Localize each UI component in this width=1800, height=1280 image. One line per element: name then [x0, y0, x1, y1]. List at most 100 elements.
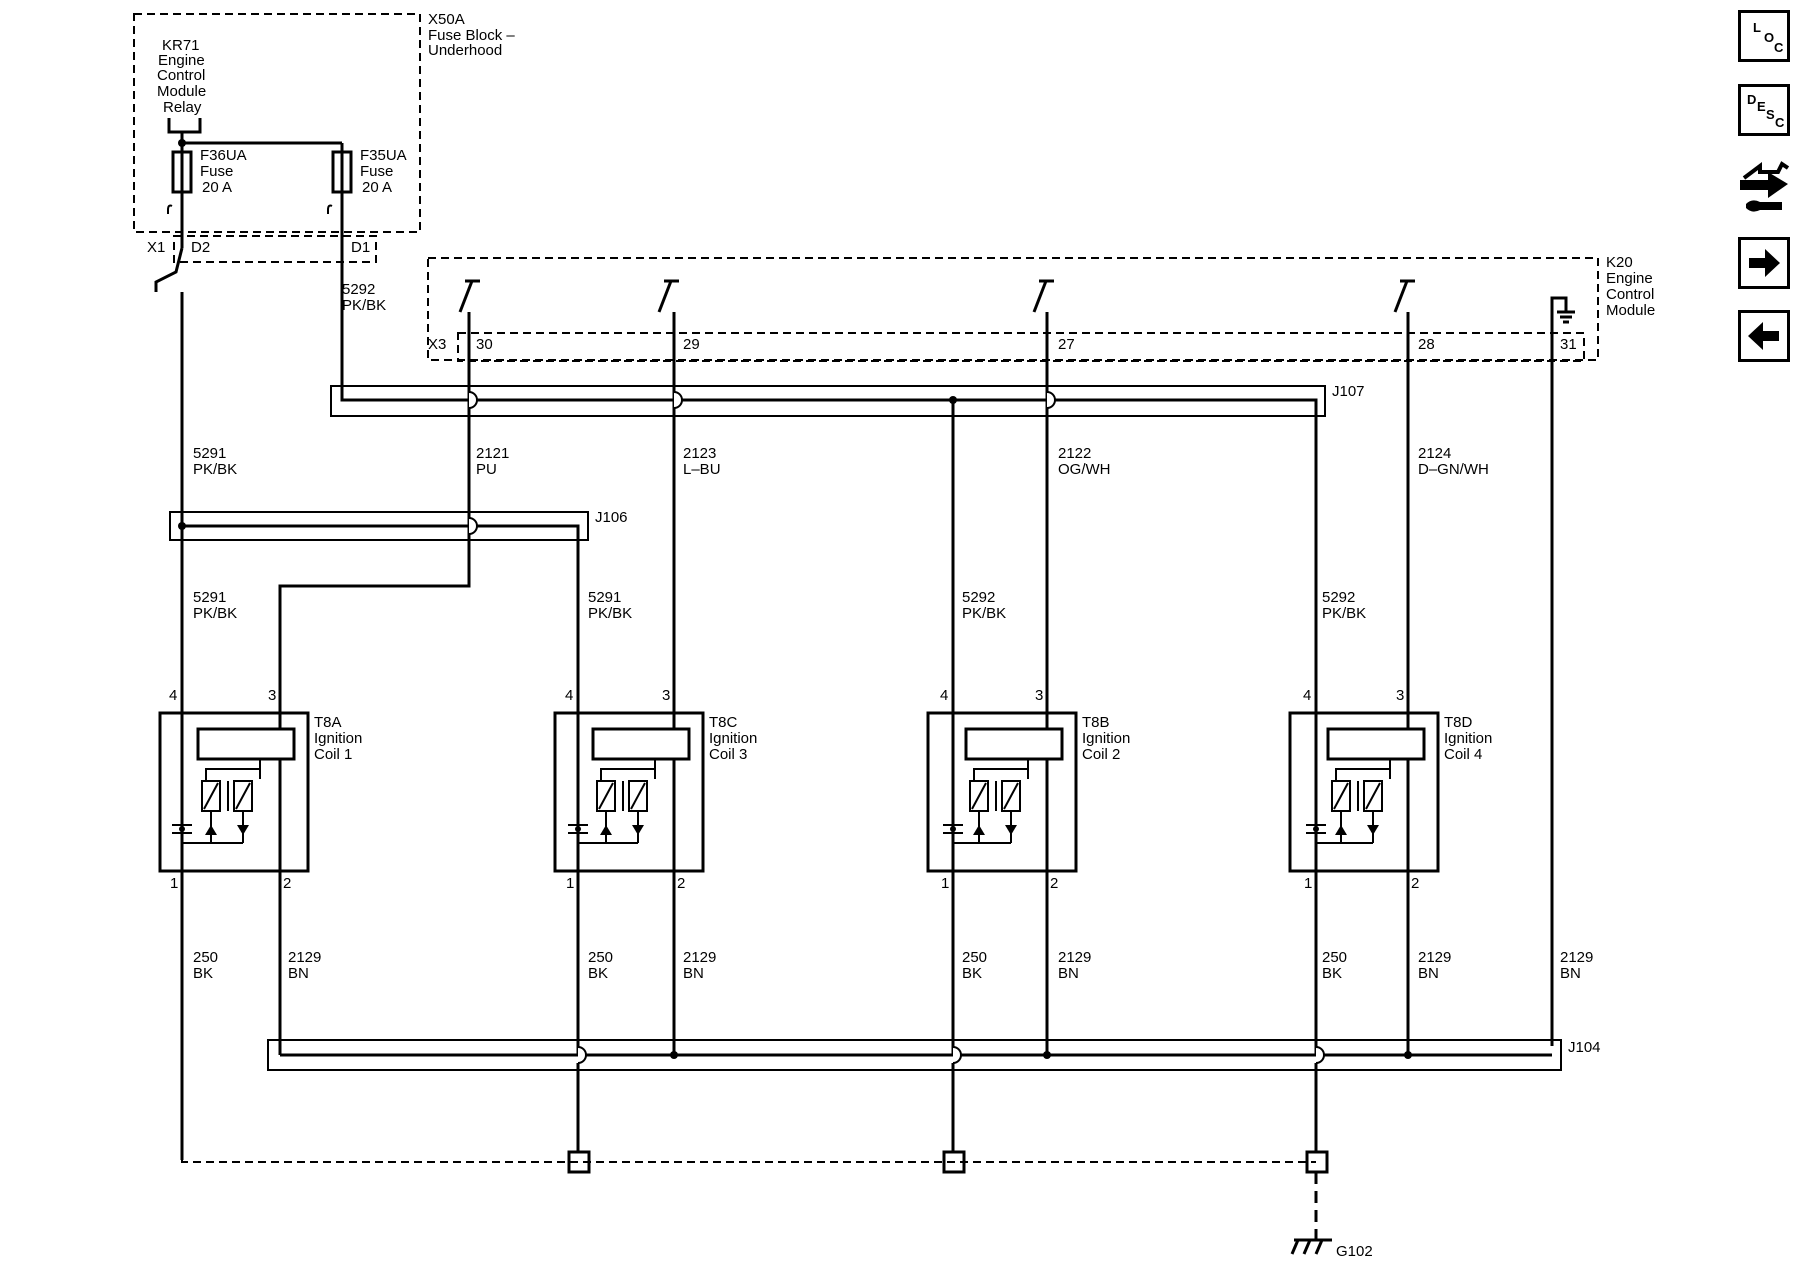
coil-pin-4: 4 [565, 687, 573, 704]
ground-splice-box [1305, 1150, 1329, 1174]
ecm-switch-27 [1032, 279, 1054, 313]
coil-pin-1: 1 [941, 875, 949, 892]
splice-pack-j107 [330, 385, 1326, 417]
coil-winding-symbol [235, 782, 251, 810]
arrow-left-icon [1748, 322, 1779, 350]
relay-contact-symbol [167, 118, 202, 134]
label-2121: 2121 [476, 445, 509, 462]
coil-driver-module [591, 727, 691, 761]
diode-symbol [1335, 825, 1347, 835]
coil-driver-module [964, 727, 1064, 761]
label-bn: BN [1058, 965, 1079, 982]
label-5292: 5292 [962, 589, 995, 606]
k20-id: K20 [1606, 254, 1633, 271]
connector-x1-label: X1 [147, 239, 165, 256]
coil-t8c-line2: Coil 3 [709, 746, 747, 763]
label-5292: 5292 [1322, 589, 1355, 606]
desc-button[interactable]: D E S C [1738, 84, 1790, 136]
coil-internal-dot [575, 826, 581, 832]
loc-letter-l: L [1753, 20, 1761, 35]
diode-symbol [237, 825, 249, 835]
coil-pin-2: 2 [283, 875, 291, 892]
label-250: 250 [1322, 949, 1347, 966]
label-ogwh: OG/WH [1058, 461, 1111, 478]
chassis-ground-icon [1290, 1238, 1332, 1255]
label-bk: BK [588, 965, 608, 982]
loc-letter-c: C [1774, 40, 1784, 55]
label-pkbk: PK/BK [588, 605, 632, 622]
coil-t8b-body [926, 711, 1078, 873]
diode-symbol [1005, 825, 1017, 835]
k20-line3: Module [1606, 302, 1655, 319]
label-5291: 5291 [588, 589, 621, 606]
kr71-line4: Relay [163, 99, 202, 116]
x50a-line2: Underhood [428, 42, 502, 59]
coil-winding-symbol [1365, 782, 1381, 810]
coil-winding-symbol [203, 782, 219, 810]
label-bn: BN [1560, 965, 1581, 982]
j104-label: J104 [1568, 1039, 1601, 1056]
label-250: 250 [193, 949, 218, 966]
ground-dashed-bus [181, 1160, 1316, 1163]
label-bn: BN [1418, 965, 1439, 982]
coil-t8d-line1: Ignition [1444, 730, 1492, 747]
coil-t8c-id: T8C [709, 714, 738, 731]
label-2129: 2129 [288, 949, 321, 966]
connector-x3-label: X3 [428, 336, 446, 353]
f36ua-id: F36UA [200, 147, 247, 164]
label-pkbk: PK/BK [342, 297, 386, 314]
label-2129: 2129 [1418, 949, 1451, 966]
terminal-symbol [167, 204, 173, 214]
coil-pin-1: 1 [170, 875, 178, 892]
coil-pin-4: 4 [169, 687, 177, 704]
coil-winding-symbol [630, 782, 646, 810]
label-5291: 5291 [193, 445, 226, 462]
next-page-button[interactable] [1738, 237, 1790, 289]
coil-t8a-line2: Coil 1 [314, 746, 352, 763]
wire-crossovers-j104 [577, 1046, 1325, 1064]
label-5291: 5291 [193, 589, 226, 606]
label-pkbk: PK/BK [1322, 605, 1366, 622]
label-2123: 2123 [683, 445, 716, 462]
k20-line1: Engine [1606, 270, 1653, 287]
coil-pin-3: 3 [662, 687, 670, 704]
coil-t8a-id: T8A [314, 714, 342, 731]
coil-t8b-id: T8B [1082, 714, 1110, 731]
loc-button[interactable]: L O C [1738, 10, 1790, 62]
coil-driver-module [1326, 727, 1426, 761]
label-lbu: L–BU [683, 461, 721, 478]
coil-t8c-line1: Ignition [709, 730, 757, 747]
coil-winding-symbol [598, 782, 614, 810]
splice-pack-j104 [267, 1039, 1562, 1071]
prev-page-button[interactable] [1738, 310, 1790, 362]
splice-pack-j106 [169, 511, 589, 541]
label-bk: BK [962, 965, 982, 982]
loc-letter-o: O [1764, 30, 1775, 45]
label-bk: BK [193, 965, 213, 982]
label-pkbk: PK/BK [193, 605, 237, 622]
coil-pin-3: 3 [1035, 687, 1043, 704]
coil-internal-dot [950, 826, 956, 832]
coil-internal-wire [600, 759, 656, 781]
connector-x1-boundary [173, 235, 377, 263]
j106-label: J106 [595, 509, 628, 526]
coil-t8d-id: T8D [1444, 714, 1473, 731]
pin-d2-label: D2 [191, 239, 210, 256]
coil-t8a-line1: Ignition [314, 730, 362, 747]
label-pu: PU [476, 461, 497, 478]
connector-button[interactable] [1738, 158, 1790, 212]
wire-crossovers [468, 391, 1056, 535]
ground-splice-box [942, 1150, 966, 1174]
ground-splice-box [567, 1150, 591, 1174]
label-2129: 2129 [1058, 949, 1091, 966]
diode-symbol [1367, 825, 1379, 835]
f35ua-line1: Fuse [360, 163, 393, 180]
coil-pin-4: 4 [1303, 687, 1311, 704]
ecm-pin-27: 27 [1058, 336, 1075, 353]
coil-internal-dot [179, 826, 185, 832]
coil-driver-module [196, 727, 296, 761]
pin-d1-label: D1 [351, 239, 370, 256]
coil-t8d-line2: Coil 4 [1444, 746, 1482, 763]
connector-x3-boundary [457, 332, 1585, 362]
